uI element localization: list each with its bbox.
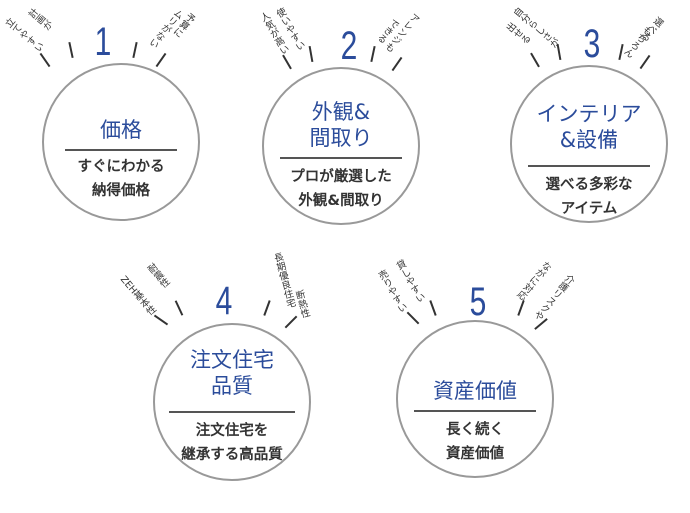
- feature-5-circle: [396, 320, 554, 478]
- feature-1-number: 1: [94, 20, 112, 64]
- feature-3-divider: [528, 165, 650, 167]
- feature-1-title: 価格: [100, 118, 142, 142]
- feature-5-title: 資産価値: [433, 379, 517, 403]
- feature-4-title-line-2: 品質: [211, 374, 253, 398]
- feature-4-circle: [153, 323, 311, 481]
- feature-5-desc-line-1: 長く続く: [446, 422, 504, 438]
- feature-5-desc-line-2: 資産価値: [446, 446, 504, 462]
- feature-3-title-line-2: &設備: [559, 128, 619, 152]
- feature-1-desc-line-1: すぐにわかる: [77, 159, 165, 175]
- feature-4-desc-line-1: 注文住宅を: [195, 423, 269, 439]
- feature-1-desc-line-2: 納得価格: [92, 183, 150, 199]
- feature-5-divider: [414, 410, 536, 412]
- feature-3-circle: [510, 65, 668, 223]
- feature-2-divider: [280, 157, 402, 159]
- feature-2-title-line-1: 外観&: [311, 100, 371, 124]
- feature-5-ray: [429, 300, 437, 316]
- feature-3-desc-line-1: 選べる多彩な: [545, 177, 633, 193]
- feature-1-divider: [65, 149, 177, 151]
- feature-2-desc-line-2: 外観&間取り: [298, 193, 384, 209]
- feature-4-title-line-1: 注文住宅: [190, 348, 274, 372]
- feature-2-circle: [262, 67, 420, 225]
- feature-2-title-line-2: 間取り: [309, 126, 373, 150]
- feature-2-desc-line-1: プロが厳選した: [290, 169, 392, 185]
- feature-3-title-line-1: インテリア: [536, 102, 642, 126]
- feature-4-divider: [169, 411, 295, 413]
- feature-2-number: 2: [340, 24, 358, 68]
- feature-5-number: 5: [469, 280, 487, 324]
- feature-3-desc-line-2: アイテム: [560, 201, 618, 217]
- feature-4-desc-line-2: 継承する高品質: [181, 447, 283, 463]
- feature-5-ray: [517, 300, 525, 316]
- feature-4-number: 4: [215, 279, 233, 323]
- feature-1-circle: [42, 63, 200, 221]
- feature-3-number: 3: [583, 22, 601, 66]
